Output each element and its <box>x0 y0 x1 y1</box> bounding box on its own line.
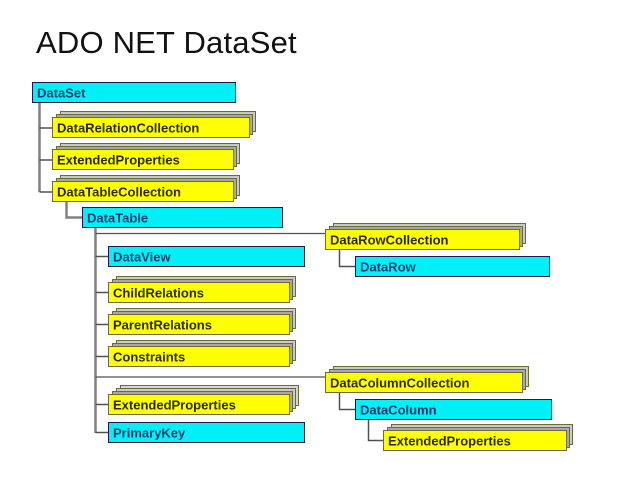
node-dataview[interactable]: DataView <box>108 246 305 267</box>
node-label: DataTable <box>87 210 149 225</box>
node-face <box>325 372 523 393</box>
node-datacolumncollection[interactable]: DataColumnCollection <box>325 366 529 393</box>
node-face <box>108 246 305 267</box>
node-face <box>32 82 236 103</box>
node-label: DataRow <box>360 259 416 274</box>
node-parentrelations[interactable]: ParentRelations <box>108 308 296 335</box>
node-face <box>52 117 250 138</box>
node-label: DataRowCollection <box>330 232 449 247</box>
node-label: Constraints <box>113 349 186 364</box>
node-face <box>383 430 567 451</box>
node-datatable[interactable]: DataTable <box>82 207 283 228</box>
node-face <box>108 394 290 415</box>
node-datarow[interactable]: DataRow <box>355 256 550 277</box>
node-face <box>355 399 552 420</box>
node-datatablecollection[interactable]: DataTableCollection <box>52 175 240 202</box>
page-title: ADO NET DataSet <box>36 25 297 60</box>
connector-datatable-to-datacolumncollection <box>95 376 327 383</box>
node-dataset[interactable]: DataSet <box>32 82 236 103</box>
node-label: DataColumn <box>360 402 437 417</box>
connector-datacolumn-to-extendedproperties <box>367 420 384 442</box>
node-childrelations[interactable]: ChildRelations <box>108 276 296 303</box>
node-label: DataTableCollection <box>57 184 182 199</box>
node-face <box>108 422 305 443</box>
node-extendedproperties-datacolumn[interactable]: ExtendedProperties <box>383 424 573 451</box>
connector-datatablecollection-to-datatable <box>65 202 83 219</box>
node-label: ExtendedProperties <box>57 152 180 167</box>
connector-datatable-to-datarowcollection <box>95 232 327 240</box>
node-face <box>108 346 290 367</box>
node-face <box>108 314 290 335</box>
node-face <box>325 229 520 250</box>
node-face <box>108 282 290 303</box>
node-datarowcollection[interactable]: DataRowCollection <box>325 223 526 250</box>
node-primarykey[interactable]: PrimaryKey <box>108 422 305 443</box>
node-label: ExtendedProperties <box>388 433 511 448</box>
node-label: DataView <box>113 249 171 264</box>
node-face <box>355 256 550 277</box>
node-label: DataColumnCollection <box>330 375 470 390</box>
node-datarelationcollection[interactable]: DataRelationCollection <box>52 111 256 138</box>
node-label: DataSet <box>37 85 86 100</box>
connector-datacolumncollection-to-datacolumn <box>338 393 356 411</box>
node-label: ChildRelations <box>113 285 205 300</box>
node-constraints[interactable]: Constraints <box>108 340 296 367</box>
node-face <box>82 207 283 228</box>
node-datacolumn[interactable]: DataColumn <box>355 399 552 420</box>
node-label: PrimaryKey <box>113 425 186 440</box>
node-face <box>52 181 234 202</box>
node-face <box>52 149 234 170</box>
node-extendedproperties-dataset[interactable]: ExtendedProperties <box>52 143 240 170</box>
node-label: DataRelationCollection <box>57 120 200 135</box>
node-label: ParentRelations <box>113 317 212 332</box>
node-label: ExtendedProperties <box>113 397 236 412</box>
connector-datarowcollection-to-datarow <box>338 250 356 268</box>
node-extendedproperties-datatable[interactable]: ExtendedProperties <box>108 385 299 415</box>
